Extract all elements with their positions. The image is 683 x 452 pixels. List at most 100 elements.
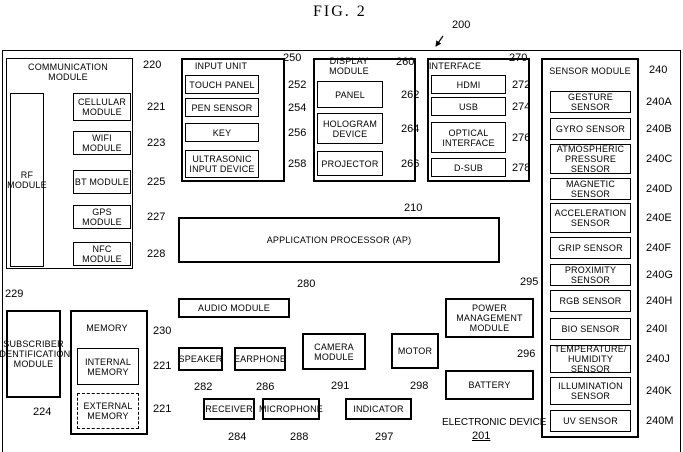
wifi-module [73,131,131,155]
touch-panel [185,75,259,94]
application-processor-ref: 210 [404,202,423,214]
wifi-module-label: WIFI MODULE [82,133,122,153]
optical-interface [431,122,506,153]
touch-panel-ref: 252 [288,78,307,91]
pen-sensor-ref: 254 [288,101,307,114]
panel-label: PANEL [335,89,365,100]
acceleration-sensor-ref: 240E [646,212,672,224]
indicator [345,398,412,420]
battery [445,370,534,400]
projector-label: PROJECTOR [321,158,379,169]
camera-module [302,333,366,370]
interface-module-title: INTERFACE [428,61,482,71]
input-unit-title: INPUT UNIT [194,61,248,71]
optical-interface-label: OPTICAL INTERFACE [442,127,495,148]
rgb-sensor [550,290,631,312]
microphone-ref: 288 [290,431,309,443]
bt-module [73,170,131,194]
touch-panel-label: TOUCH PANEL [189,79,255,90]
indicator-label: INDICATOR [353,404,404,414]
proximity-sensor-label: PROXIMITY SENSOR [564,265,617,285]
audio-module-ref: 280 [297,278,316,290]
motor-label: MOTOR [397,346,433,356]
internal-memory-ref: 221 [153,360,172,372]
magnetic-sensor-ref: 240D [646,183,673,195]
grip-sensor-label: GRIP SENSOR [558,243,623,253]
gyro-sensor-label: GYRO SENSOR [555,124,626,134]
proximity-sensor-ref: 240G [646,269,673,281]
grip-sensor [550,237,631,259]
power-management-module-ref: 295 [520,276,539,288]
nfc-module-ref: 228 [147,248,166,260]
rgb-sensor-label: RGB SENSOR [559,296,622,306]
figure-title: FIG. 2 [313,3,367,20]
internal-memory-label: INTERNAL MEMORY [84,356,132,377]
camera-module-label: CAMERA MODULE [314,341,354,362]
hdmi [431,75,506,94]
application-processor-label: APPLICATION PROCESSOR (AP) [266,235,412,245]
cellular-module-label: CELLULAR MODULE [77,97,127,117]
audio-module-label: AUDIO MODULE [198,303,270,313]
camera-module-ref: 291 [331,380,350,392]
electronic-device-label: ELECTRONIC DEVICE [442,417,547,428]
rf-module-ref: 229 [5,288,24,300]
uv-sensor [550,410,631,432]
hologram-device-label: HOLOGRAM DEVICE [322,118,378,139]
proximity-sensor [550,264,631,286]
speaker-label: SPEAKER [178,354,223,364]
external-memory-label: EXTERNAL MEMORY [83,401,133,421]
display-module-ref: 260 [396,56,415,68]
memory-ref: 230 [153,325,172,337]
key-label: KEY [212,127,232,138]
hdmi-label: HDMI [456,79,481,90]
outer-ref: 200 [452,19,471,31]
cellular-module [73,93,131,121]
subscriber-identification-module [6,310,61,398]
interface-module-ref: 270 [509,52,528,64]
illumination-sensor-label: ILLUMINATION SENSOR [558,381,623,401]
bt-module-label: BT MODULE [74,177,130,187]
pen-sensor-label: PEN SENSOR [191,102,253,113]
rf-module [10,93,44,267]
earphone-label: EARPHONE [233,354,287,364]
illumination-sensor-ref: 240K [646,385,672,397]
projector-ref: 266 [401,157,420,170]
hdmi-ref: 272 [512,78,531,91]
panel [317,81,383,108]
key [185,123,259,142]
nfc-module-label: NFC MODULE [82,244,122,264]
external-memory [77,393,139,429]
motor-ref: 298 [410,380,429,392]
optical-interface-ref: 276 [512,131,531,144]
gesture-sensor-label: GESTURE SENSOR [568,92,613,112]
ultrasonic-input-device-label: ULTRASONIC INPUT DEVICE [189,154,255,174]
key-ref: 256 [288,126,307,139]
communication-module-ref: 220 [143,59,162,71]
microphone-label: MICROPHONE [259,404,324,414]
illumination-sensor [550,377,631,405]
motor [391,333,439,369]
d-sub-ref: 278 [512,161,531,174]
temperature-humidity-sensor-ref: 240J [646,353,670,365]
projector [317,151,383,176]
ultrasonic-input-device [185,150,259,178]
gps-module [73,205,131,229]
usb-label: USB [458,101,479,112]
panel-ref: 262 [401,88,420,101]
hologram-device [317,113,383,144]
sensor-module-ref: 240 [649,64,668,76]
atmospheric-pressure-sensor [550,144,631,174]
power-management-module-label: POWER MANAGEMENT MODULE [456,303,523,333]
magnetic-sensor [550,178,631,200]
rf-module-label: RF MODULE [7,170,47,190]
uv-sensor-ref: 240M [646,415,674,427]
nfc-module [73,242,131,266]
battery-ref: 296 [517,348,536,360]
bio-sensor-ref: 240I [646,323,668,335]
rgb-sensor-ref: 240H [646,295,673,307]
memory-title: MEMORY [86,323,128,333]
pen-sensor [185,98,259,117]
subscriber-identification-module-ref: 224 [33,406,52,418]
display-module-title: DISPLAY MODULE [329,56,369,76]
